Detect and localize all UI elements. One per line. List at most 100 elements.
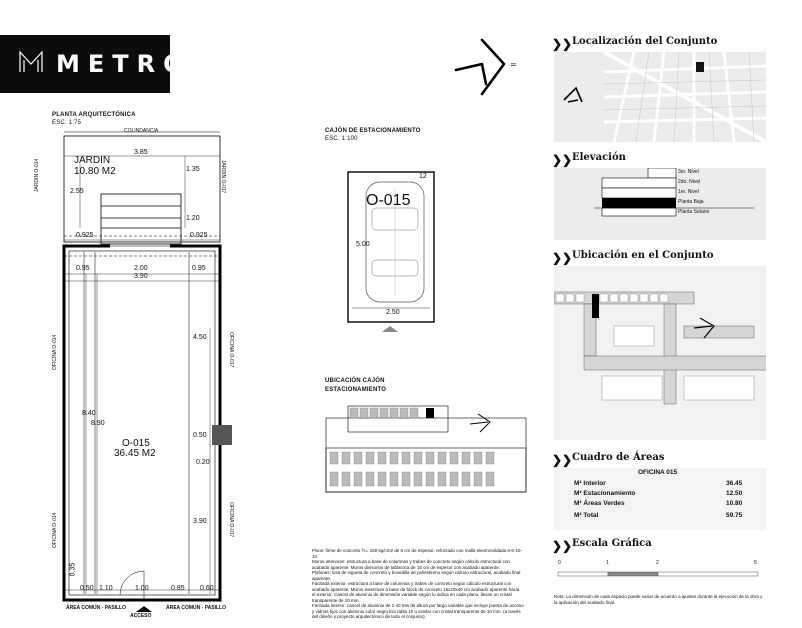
panel-header: ❯❯ Cuadro de Áreas [542,450,766,468]
dim-390: 3.90 [134,273,148,280]
chevron-down-icon: ❯❯ [552,251,573,265]
dim-095b: 0.95 [192,265,206,272]
panel-title: Ubicación en el Conjunto [572,250,714,261]
areas-row-label: M² Total [574,512,599,519]
unit-area: 36.45 M2 [114,448,156,459]
panel-header: ❯❯ Elevación [542,150,766,168]
spec-notes: Pisos: firme de concreto f'c= 150 kg/cm2… [312,548,524,620]
level-label: Planta Baja [678,199,704,205]
side-right-mid: OFICINA O-017 [228,332,234,368]
dim-b085: 0.85 [171,585,185,592]
panel-header: ❯❯ Ubicación en el Conjunto [542,248,766,266]
brand-logo [0,35,170,93]
panel-areas: ❯❯ Cuadro de Áreas OFICINA 015 M² Interi… [542,450,766,530]
areas-row-label: M² Áreas Verdes [574,500,625,507]
areas-subtitle: OFICINA 015 [638,469,678,476]
panel-title: Elevación [572,152,626,163]
unit-label: O-015 [122,438,150,449]
panel-escala: ❯❯ Escala Gráfica 0 1 2 5 Nota: La dimen… [542,536,766,612]
note-item: Plafones: losa de vigueta de concreto y … [312,570,521,581]
logo-text: METRO [56,50,192,78]
elevation-diagram: 3er. Nivel 2do. Nivel 1er. Nivel Planta … [554,167,766,240]
areas-table: OFICINA 015 M² Interior 36.45 M² Estacio… [554,468,766,530]
site-plan [553,266,775,440]
dim-035: 0.35 [69,562,77,577]
areas-row-value: 36.45 [726,480,743,487]
bottom-right-label: ÁREA COMÚN - PASILLO [166,605,226,611]
bottom-left-label: ÁREA COMÚN - PASILLO [66,605,126,611]
dim-840: 8.40 [82,410,96,417]
panel-title: Localización del Conjunto [572,36,718,47]
dim-385: 3.85 [134,149,148,156]
scale-note: Nota: La dimensión de cada espacio puede… [554,594,763,605]
dim-050: 0.50 [193,432,207,439]
dim-0925a: 0.925 [76,232,94,239]
scale-tick: 1 [606,560,609,566]
panel-ubicacion: ❯❯ Ubicación en el Conjunto [542,248,775,440]
parking-spot-drawing [340,168,440,336]
dim-135: 1.35 [186,166,200,173]
floor-plan-drawing [50,128,250,623]
side-left-top: JARDIN O-014 [34,158,40,192]
level-label: 2do. Nivel [678,179,701,185]
side-left-mid: OFICINA O-014 [52,334,58,370]
level-label: Planta Sotano [678,209,710,215]
scale-tick: 0 [558,560,561,566]
dim-890: 8.90 [91,420,105,427]
panel-title: Cuadro de Áreas [572,452,665,463]
dim-020: 0.20 [196,459,210,466]
level-label: 1er. Nivel [678,189,699,195]
dim-b050: 0.50 [80,585,94,592]
areas-row-label: M² Interior [574,480,606,487]
parking-length: 5.00 [356,241,370,248]
parking-spot-label: O-015 [366,192,411,209]
dim-450: 4.50 [193,334,207,341]
panel-title: Escala Gráfica [572,538,652,549]
side-right-bot: OFICINA O-017 [228,502,234,538]
chevron-down-icon: ❯❯ [552,153,573,167]
parking-num: 12 [419,173,427,180]
chevron-down-icon: ❯❯ [552,37,573,51]
dim-120: 1.20 [186,215,200,222]
side-right-top: JARDIN O-017 [220,160,226,194]
note-item: Fachada exterior: estructura a base de c… [312,581,520,603]
plan-scale: ESC. 1:75 [52,120,82,126]
note-item: Muros interiores: estructura a base de c… [312,559,510,570]
north-arrow-icon: = [452,36,522,98]
parking-loc-subtitle: ESTACIONAMIENTO [325,387,387,393]
svg-text:=: = [510,60,517,69]
dim-255: 2.55 [70,188,84,195]
scale-tick: 2 [656,560,659,566]
level-label: 3er. Nivel [678,169,699,175]
panel-header: ❯❯ Localización del Conjunto [542,34,766,52]
dim-b100: 1.00 [135,585,149,592]
parking-location-map [320,400,535,495]
location-map [554,50,767,144]
areas-row-value: 59.75 [726,512,743,519]
scale-tick: 5 [754,560,757,566]
plan-title: PLANTA ARQUITECTÓNICA [52,112,136,118]
note-item: Fachada interior: cancel de aluminio de … [312,603,524,619]
panel-header: ❯❯ Escala Gráfica [542,536,766,554]
jardin-area: 10.80 M2 [74,166,116,177]
parking-loc-title: UBICACIÓN CAJÓN [325,378,385,384]
chevron-down-icon: ❯❯ [552,539,573,553]
parking-title: CAJÓN DE ESTACIONAMIENTO [325,128,421,134]
dim-b060: 0.60 [200,585,214,592]
areas-row-value: 10.80 [726,500,743,507]
colindancia-label: COLINDANCIA [124,128,159,134]
areas-row-label: M² Estacionamiento [574,490,636,497]
parking-scale: ESC. 1:100 [325,136,358,142]
panel-localizacion: ❯❯ Localización del Conjunto [542,34,767,144]
panel-elevacion: ❯❯ Elevación 3er. Nivel 2do. Nivel 1er. … [542,150,766,240]
dim-390b: 3.90 [193,518,207,525]
chevron-down-icon: ❯❯ [552,453,573,467]
areas-row-value: 12.50 [726,490,743,497]
scale-bar: 0 1 2 5 Nota: La dimensión de cada espac… [554,554,766,612]
dim-200: 2.00 [134,265,148,272]
dim-b110: 1.10 [99,585,113,592]
note-item: Pisos: firme de concreto f'c= 150 kg/cm2… [312,548,522,559]
dim-095a: 0.95 [76,265,90,272]
logo-mark-icon [18,50,44,74]
dim-0925b: 0.925 [190,232,208,239]
